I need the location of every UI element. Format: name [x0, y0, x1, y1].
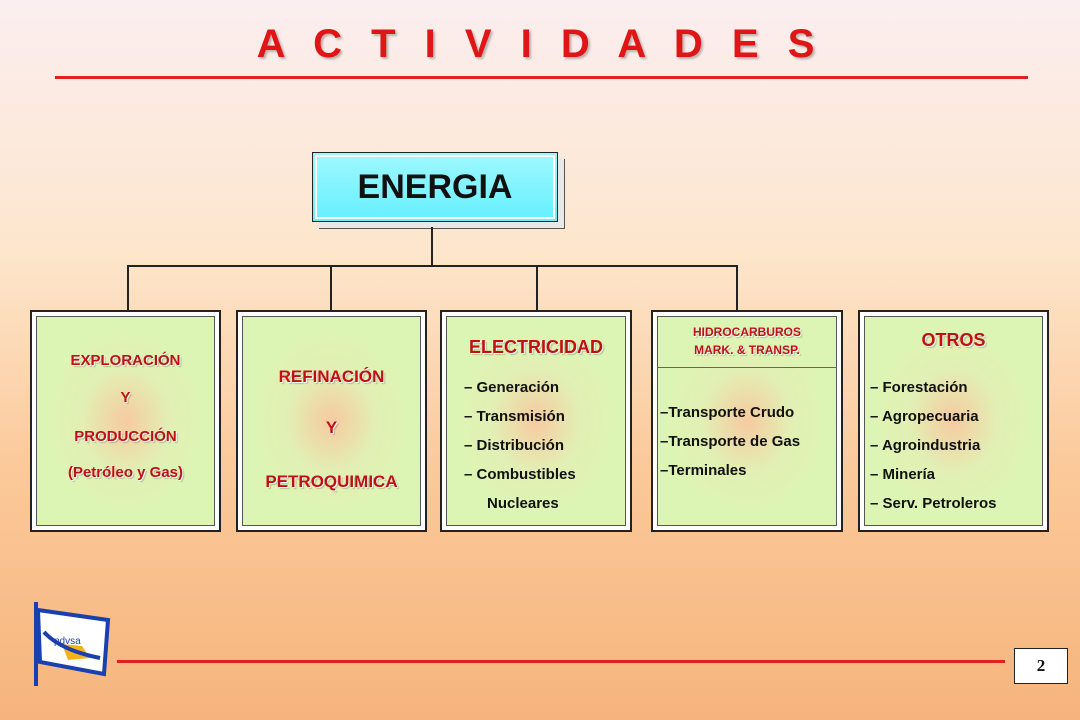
connector-drop-2	[330, 265, 332, 311]
connector-root-stem	[431, 227, 433, 266]
box2-line-1: REFINACIÓN	[278, 367, 385, 386]
box-hidrocarburos: HIDROCARBUROS MARK. & TRANSP. –Transport…	[651, 310, 843, 532]
box5-item-5: – Serv. Petroleros	[870, 495, 997, 512]
box2-line-3: PETROQUIMICA	[265, 472, 398, 491]
box4-title-underline	[657, 367, 837, 368]
box3-item-5: Nucleares	[487, 495, 559, 512]
box2-line-2: Y	[325, 418, 338, 437]
box-inner	[864, 316, 1043, 526]
box1-line-4: (Petróleo y Gas)	[67, 464, 184, 481]
box-otros: OTROS – Forestación – Agropecuaria – Agr…	[858, 310, 1049, 532]
bottom-divider	[117, 660, 1005, 663]
page-number: 2	[1014, 648, 1068, 684]
box-inner	[657, 316, 837, 526]
box-inner	[446, 316, 626, 526]
box3-title: ELECTRICIDAD	[469, 337, 603, 357]
box-inner	[242, 316, 421, 526]
box4-item-2: –Transporte de Gas	[660, 433, 801, 450]
box-inner	[36, 316, 215, 526]
box4-title-line-2: MARK. & TRANSP.	[694, 343, 800, 357]
connector-drop-4	[736, 265, 738, 311]
box-exploracion-produccion: EXPLORACIÓN Y PRODUCCIÓN (Petróleo y Gas…	[30, 310, 221, 532]
box5-item-4: – Minería	[870, 466, 936, 483]
box5-title: OTROS	[921, 330, 986, 350]
box3-item-2: – Transmisión	[464, 408, 565, 425]
box-refinacion-petroquimica: REFINACIÓN Y PETROQUIMICA	[236, 310, 427, 532]
box4-item-1: –Transporte Crudo	[660, 404, 795, 421]
box4-item-3: –Terminales	[660, 462, 747, 479]
box3-item-1: – Generación	[464, 379, 560, 396]
page-title: A C T I V I D A D E S	[256, 22, 824, 66]
connector-drop-1	[127, 265, 129, 311]
box3-item-4: – Combustibles	[464, 466, 576, 483]
box-electricidad: ELECTRICIDAD – Generación – Transmisión …	[440, 310, 632, 532]
top-divider	[55, 76, 1028, 79]
box5-item-1: – Forestación	[870, 379, 968, 396]
logo-text: pdvsa	[54, 636, 81, 647]
box5-item-2: – Agropecuaria	[870, 408, 979, 425]
connector-horizontal	[128, 265, 738, 267]
box1-line-3: PRODUCCIÓN	[74, 428, 177, 445]
box5-item-3: – Agroindustria	[870, 437, 981, 454]
box3-item-3: – Distribución	[464, 437, 565, 454]
root-node-energia: ENERGIA	[312, 152, 558, 222]
box1-line-1: EXPLORACIÓN	[70, 352, 181, 369]
box4-title-line-1: HIDROCARBUROS	[693, 325, 801, 339]
box1-line-2: Y	[120, 389, 131, 406]
connector-drop-3	[536, 265, 538, 311]
pdvsa-flag-logo-icon: pdvsa	[34, 602, 111, 686]
